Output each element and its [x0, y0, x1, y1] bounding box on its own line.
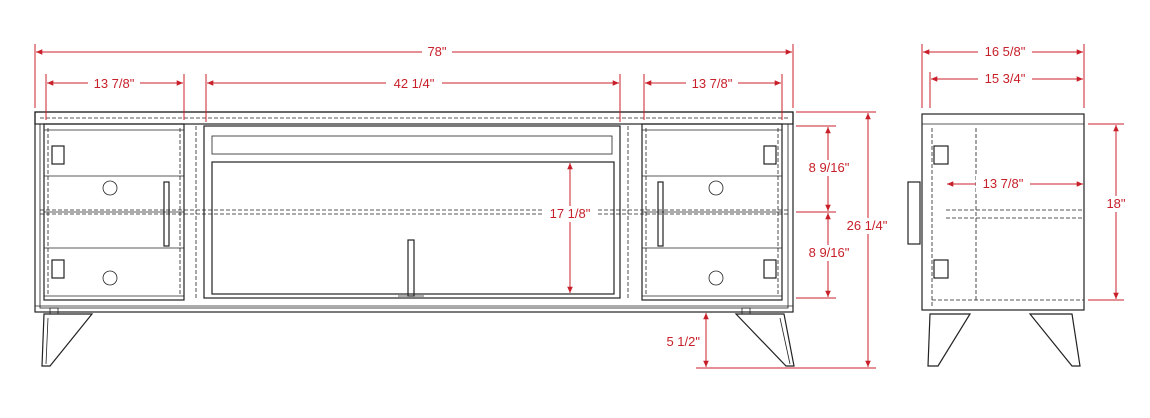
left-door-hole-upper [102, 180, 118, 196]
label-right-door-width: 13 7/8" [692, 76, 733, 91]
left-hinge-lower [51, 259, 65, 279]
right-door-handle [657, 181, 664, 247]
front-right-leg [734, 307, 795, 367]
label-side-inner-depth: 15 3/4" [985, 71, 1026, 86]
front-view [34, 111, 795, 367]
side-cabinet-body [921, 113, 1085, 311]
label-center-opening-width: 42 1/4" [394, 76, 435, 91]
dimension-labels: 78" 13 7/8" 42 1/4" 13 7/8" 17 1/8" 8 9/… [88, 44, 1130, 349]
front-left-leg [41, 307, 94, 367]
label-opening-height: 17 1/8" [550, 206, 591, 221]
label-overall-height: 26 1/4" [847, 218, 888, 233]
right-hinge-lower [763, 259, 777, 279]
label-leg-height: 5 1/2" [666, 334, 700, 349]
side-handle [907, 181, 921, 245]
label-side-shelf-depth: 13 7/8" [983, 176, 1024, 191]
label-side-depth: 16 5/8" [985, 44, 1026, 59]
label-upper-shelf-height: 8 9/16" [809, 160, 850, 175]
label-lower-shelf-height: 8 9/16" [809, 245, 850, 260]
right-door-hole-upper [708, 180, 724, 196]
right-door-hole-lower [708, 270, 724, 286]
center-fireplace [195, 125, 629, 300]
left-door-hole-lower [102, 270, 118, 286]
left-door [43, 123, 185, 301]
front-cabinet-body [34, 111, 794, 313]
side-hinge-upper [933, 145, 949, 165]
side-front-leg [927, 313, 972, 367]
side-hinge-lower [933, 259, 949, 279]
left-hinge-upper [51, 145, 65, 165]
label-left-door-width: 13 7/8" [94, 76, 135, 91]
right-door [641, 123, 783, 301]
fireplace-screen [211, 161, 615, 295]
fireplace-stand [407, 239, 415, 297]
label-side-interior-height: 18" [1106, 196, 1125, 211]
side-back-leg [1028, 313, 1081, 367]
label-overall-width: 78" [427, 44, 446, 59]
side-view [907, 113, 1085, 367]
right-hinge-upper [763, 145, 777, 165]
